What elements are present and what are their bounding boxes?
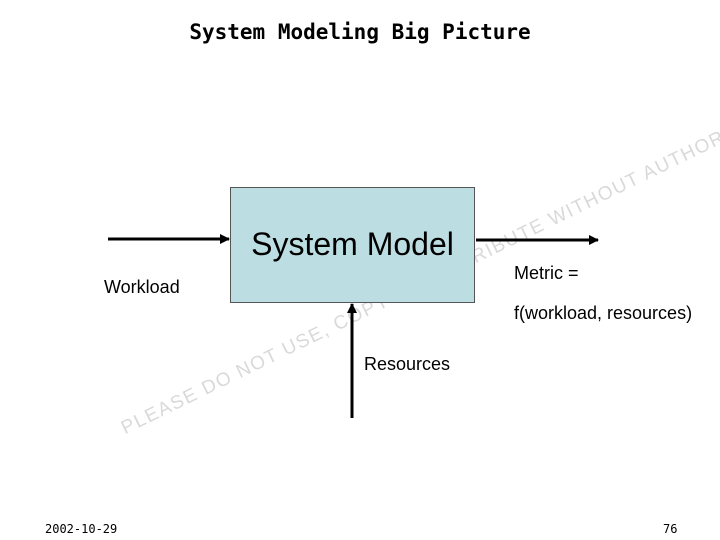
- slide-title: System Modeling Big Picture: [189, 20, 531, 44]
- workload-label: Workload: [104, 277, 180, 297]
- resources-label: Resources: [364, 354, 451, 374]
- system-model-box: [230, 187, 475, 303]
- metric-formula: f(workload, resources): [514, 303, 693, 323]
- system-model-label: System Model: [251, 226, 454, 262]
- metric-label: Metric =: [514, 263, 579, 283]
- footer-date: 2002-10-29: [45, 522, 118, 536]
- page-number: 76: [663, 522, 678, 536]
